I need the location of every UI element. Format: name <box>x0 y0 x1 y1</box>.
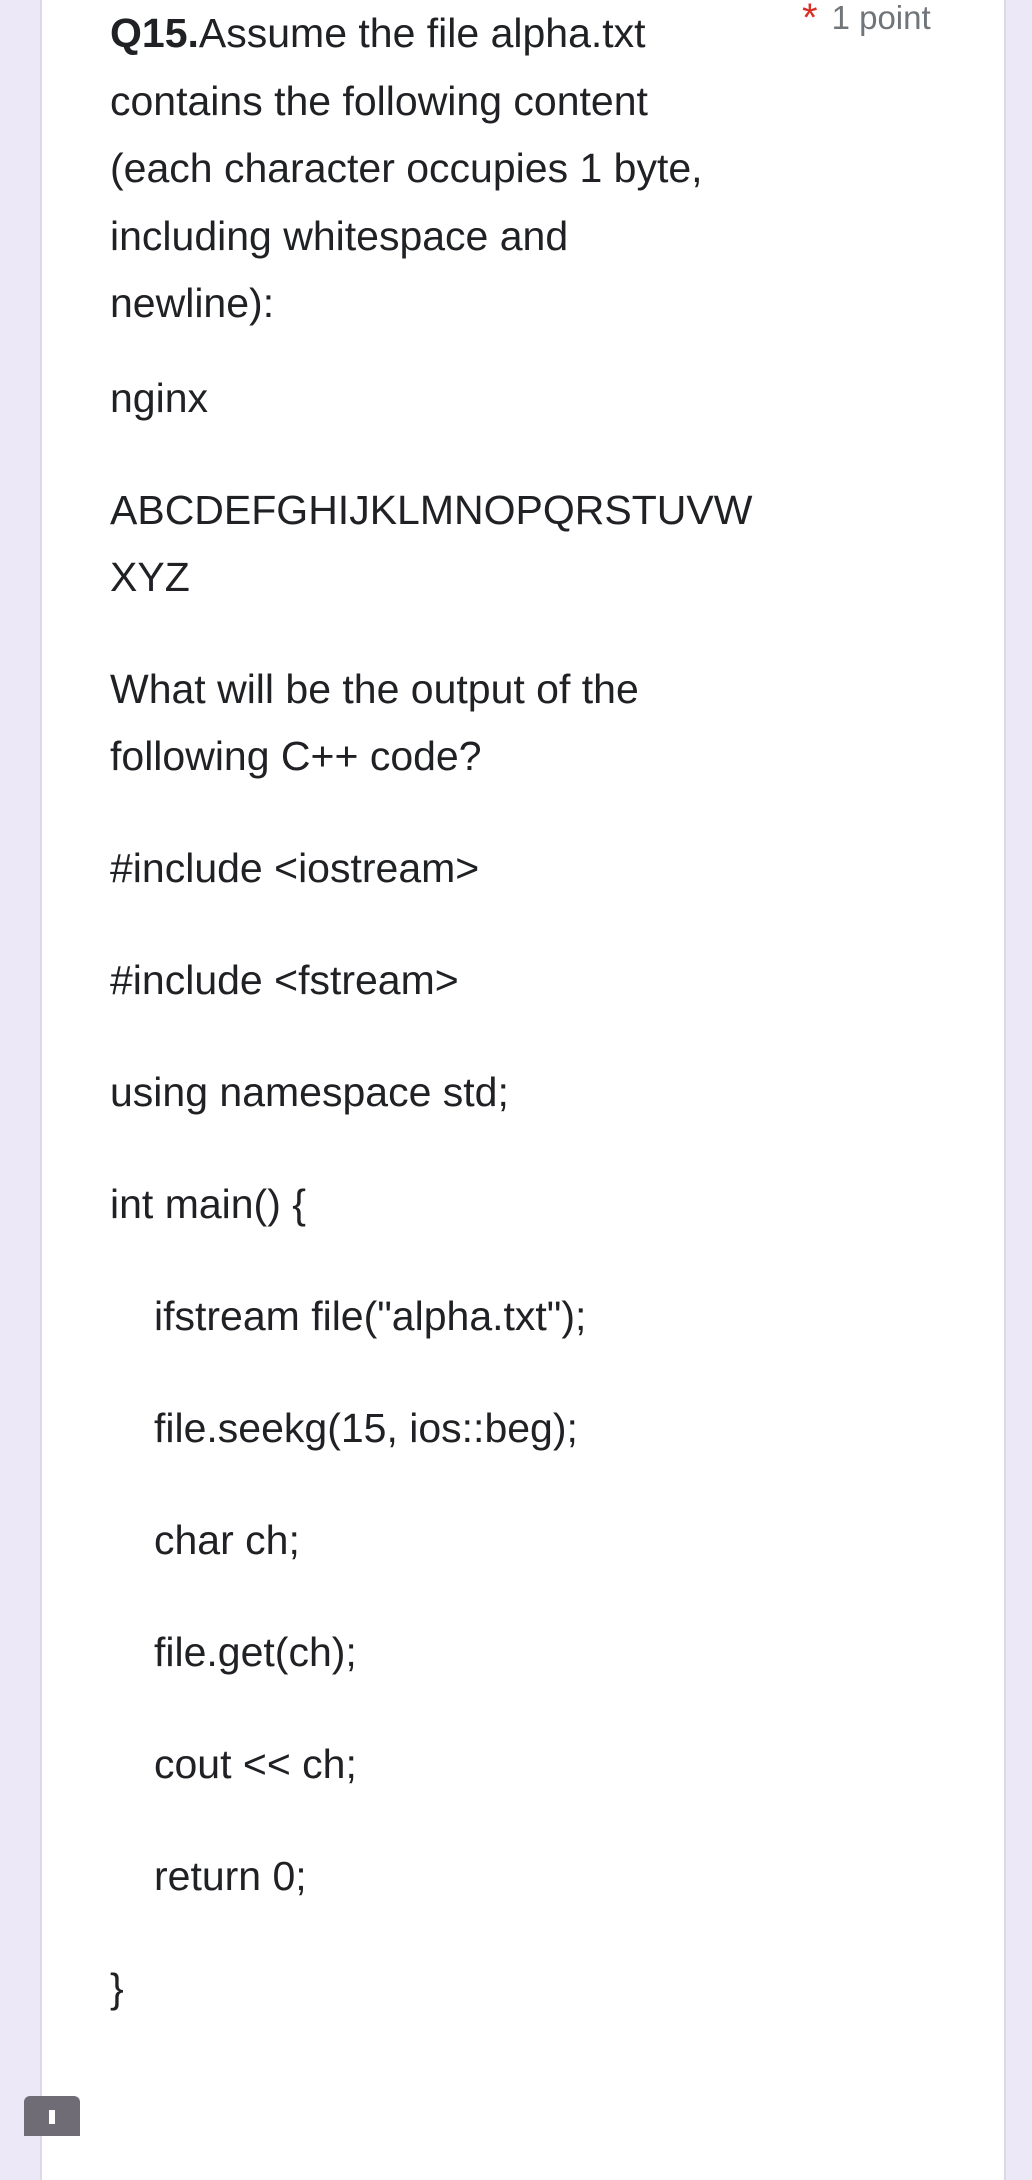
code-line-close-brace: } <box>110 1965 124 2011</box>
points-label: * 1 point <box>802 0 931 40</box>
question-number: Q15. <box>110 10 199 56</box>
question-card: Q15.Assume the file alpha.txt contains t… <box>40 0 1006 2180</box>
code-line-include-fstream: #include <fstream> <box>110 957 459 1003</box>
question-title-line-4: including whitespace and <box>110 212 569 259</box>
required-asterisk-icon: * <box>802 0 818 40</box>
code-line-include-iostream: #include <iostream> <box>110 845 480 891</box>
question-title-line-2: contains the following content <box>110 77 648 124</box>
question-title: Q15.Assume the file alpha.txt contains t… <box>110 0 810 338</box>
question-title-line-3: (each character occupies 1 byte, <box>110 145 703 191</box>
info-icon <box>49 2110 55 2124</box>
code-line-main: int main() { <box>110 1181 306 1227</box>
code-line-seekg: file.seekg(15, ios::beg); <box>154 1405 578 1451</box>
code-line-char: char ch; <box>154 1517 300 1563</box>
file-content-line-1: nginx <box>110 375 209 421</box>
code-line-get: file.get(ch); <box>154 1629 357 1675</box>
points-value: 1 point <box>831 0 931 36</box>
code-line-cout: cout << ch; <box>154 1741 357 1787</box>
floating-action-tab[interactable] <box>24 2096 80 2136</box>
code-line-ifstream: ifstream file("alpha.txt"); <box>154 1293 587 1339</box>
code-line-using-namespace: using namespace std; <box>110 1069 509 1115</box>
question-title-line-1: Assume the file alpha.txt <box>198 10 646 56</box>
prompt-line-2: following C++ code? <box>110 733 482 779</box>
question-title-line-5: newline): <box>110 280 275 326</box>
prompt-line-1: What will be the output of the <box>110 666 639 712</box>
code-line-return: return 0; <box>154 1853 307 1899</box>
file-content-line-3: XYZ <box>110 554 190 600</box>
file-content-line-2: ABCDEFGHIJKLMNOPQRSTUVW <box>110 487 753 533</box>
